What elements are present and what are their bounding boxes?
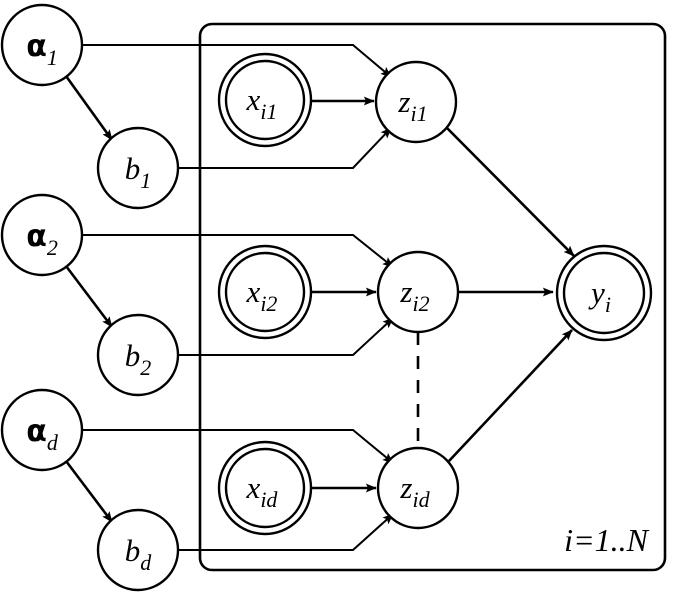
node-xi2-label: xi2 bbox=[246, 274, 278, 316]
node-zid-base: z bbox=[399, 470, 412, 505]
node-alphad-sub: d bbox=[47, 430, 59, 455]
node-b2-sub: 2 bbox=[140, 355, 151, 380]
node-alphad[interactable]: αd bbox=[0, 388, 84, 472]
node-bd-base: b bbox=[125, 533, 141, 568]
node-zi1-base: z bbox=[397, 84, 410, 119]
node-xid-sub: id bbox=[260, 487, 278, 512]
node-alpha2-label: α2 bbox=[26, 219, 58, 260]
node-bd-sub: d bbox=[140, 550, 152, 575]
node-xi1-sub: i1 bbox=[260, 99, 277, 124]
node-alpha1-sub: 1 bbox=[47, 45, 58, 70]
node-xi1-inner-circle bbox=[224, 59, 306, 141]
edge-zi1-to-yi bbox=[446, 127, 575, 257]
node-zi1[interactable]: zi1 bbox=[374, 60, 458, 144]
node-alphad-circle bbox=[0, 388, 84, 472]
edge-b1-to-zi1 bbox=[178, 127, 392, 169]
plate-index-label: i=1..N bbox=[564, 522, 649, 558]
node-zid[interactable]: zid bbox=[376, 446, 460, 530]
node-alpha2-sub: 2 bbox=[47, 235, 58, 260]
node-xi1[interactable]: xi1 bbox=[217, 52, 313, 148]
node-yi-sub: i bbox=[605, 292, 611, 317]
node-alpha2-circle bbox=[0, 193, 84, 277]
node-zid-circle bbox=[376, 446, 460, 530]
edge-alphad-to-bd bbox=[64, 460, 114, 523]
node-zi2-circle bbox=[376, 250, 460, 334]
node-xi1-base: x bbox=[246, 82, 261, 117]
node-b2-circle bbox=[96, 313, 180, 397]
node-zi2-base: z bbox=[399, 274, 412, 309]
node-zi2-label: zi2 bbox=[399, 274, 429, 316]
node-bd-label: bd bbox=[125, 533, 153, 575]
node-xi2-sub: i2 bbox=[260, 291, 277, 316]
node-zid-label: zid bbox=[399, 470, 430, 512]
node-alphad-base: α bbox=[26, 414, 47, 449]
node-alpha1-base: α bbox=[26, 29, 47, 64]
node-yi[interactable]: yi bbox=[555, 244, 653, 342]
node-zi2-sub: i2 bbox=[412, 291, 429, 316]
edge-bd-to-zid bbox=[178, 513, 394, 551]
node-alpha1[interactable]: α1 bbox=[0, 3, 84, 87]
node-b2-base: b bbox=[125, 338, 141, 373]
node-xid-inner-circle bbox=[224, 447, 306, 529]
node-zi1-label: zi1 bbox=[397, 84, 427, 126]
edge-b2-to-zi2 bbox=[178, 317, 394, 356]
edge-alphad-to-zid bbox=[82, 429, 394, 464]
node-alpha2[interactable]: α2 bbox=[0, 193, 84, 277]
node-bd-circle bbox=[96, 508, 180, 592]
edge-alpha2-to-b2 bbox=[64, 265, 114, 328]
edge-zid-to-yi bbox=[448, 329, 573, 462]
node-b1-label: b1 bbox=[125, 151, 152, 193]
node-yi-label: yi bbox=[588, 275, 611, 317]
node-xi2[interactable]: xi2 bbox=[217, 244, 313, 340]
node-xi2-inner-circle bbox=[224, 251, 306, 333]
edge-alpha2-to-zi2 bbox=[82, 234, 394, 268]
node-b1[interactable]: b1 bbox=[96, 126, 180, 210]
node-xi1-label: xi1 bbox=[246, 82, 278, 124]
node-xi2-base: x bbox=[246, 274, 261, 309]
node-alphad-label: αd bbox=[26, 414, 59, 455]
node-xid-base: x bbox=[246, 470, 261, 505]
node-b2[interactable]: b2 bbox=[96, 313, 180, 397]
node-bd[interactable]: bd bbox=[96, 508, 180, 592]
edge-alpha1-to-b1 bbox=[64, 75, 114, 141]
node-zid-sub: id bbox=[412, 487, 430, 512]
node-xid[interactable]: xid bbox=[217, 440, 313, 536]
edge-alpha1-to-zi1 bbox=[82, 44, 392, 78]
node-b1-sub: 1 bbox=[140, 168, 151, 193]
node-yi-base: y bbox=[588, 275, 605, 310]
node-zi1-sub: i1 bbox=[410, 101, 427, 126]
plate-rectangle bbox=[198, 22, 667, 572]
node-alpha1-label: α1 bbox=[26, 29, 58, 70]
node-zi1-circle bbox=[374, 60, 458, 144]
node-xid-label: xid bbox=[246, 470, 279, 512]
node-b2-label: b2 bbox=[125, 338, 152, 380]
node-yi-inner-circle bbox=[562, 251, 646, 335]
node-alpha2-base: α bbox=[26, 219, 47, 254]
node-b1-circle bbox=[96, 126, 180, 210]
node-b1-base: b bbox=[125, 151, 141, 186]
node-zi2[interactable]: zi2 bbox=[376, 250, 460, 334]
node-alpha1-circle bbox=[0, 3, 84, 87]
